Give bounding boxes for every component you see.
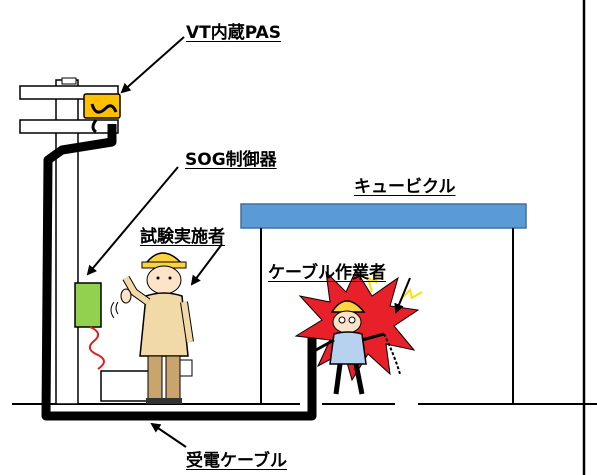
utility-pole [19, 77, 119, 405]
vt-pas-switch [83, 93, 121, 134]
arrow-cable-worker [394, 277, 411, 314]
cubicle [240, 203, 527, 404]
receiving-cable [41, 124, 317, 421]
arrow-receiving-cable [150, 422, 187, 448]
receiving-cable-label: 受電ケーブル [186, 451, 287, 471]
cubicle-roof [240, 203, 527, 229]
arrow-vt-pas [120, 36, 185, 94]
tester-label: 試験実施者 [140, 227, 225, 247]
vt-pas-label: VT内蔵PAS [186, 23, 282, 43]
worker-pointing-icon [110, 252, 194, 404]
pointer-arrows [86, 36, 411, 448]
cable-worker-label: ケーブル作業者 [268, 263, 386, 283]
arrow-tester [190, 243, 223, 286]
sog-controller-box [74, 282, 105, 370]
sog-controller-label: SOG制御器 [185, 150, 277, 170]
arrow-sog [86, 166, 179, 276]
electrocuted-worker-icon [315, 300, 401, 395]
cubicle-label: キュービクル [354, 177, 456, 197]
